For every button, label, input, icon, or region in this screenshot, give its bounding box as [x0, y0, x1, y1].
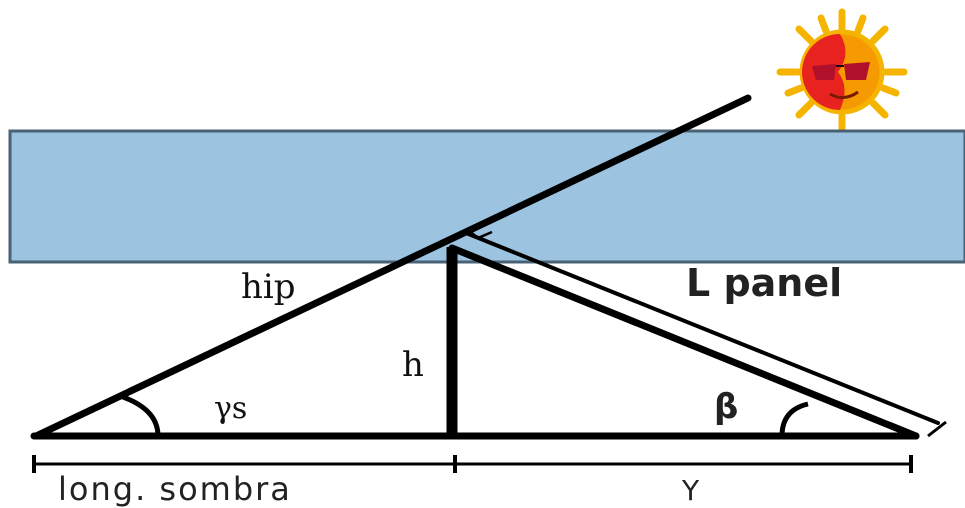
panel-end-cap — [927, 420, 947, 438]
label-panel-length: L panel — [686, 261, 842, 305]
label-shadow-length: long. sombra — [58, 470, 292, 508]
angle-arc-gamma — [122, 394, 161, 437]
label-hypotenuse: hip — [241, 267, 296, 307]
right-angle-mark — [467, 229, 493, 240]
angle-arc-beta — [779, 401, 809, 437]
panel-inner-line — [448, 244, 920, 440]
label-sun-angle: γs — [214, 391, 247, 426]
label-panel-base: Y — [681, 474, 700, 507]
sun-with-sunglasses-icon — [776, 8, 908, 134]
panel-outer-line — [464, 231, 940, 425]
hypotenuse-line — [32, 94, 752, 440]
label-panel-tilt: β — [714, 387, 738, 427]
label-height: h — [402, 345, 424, 385]
